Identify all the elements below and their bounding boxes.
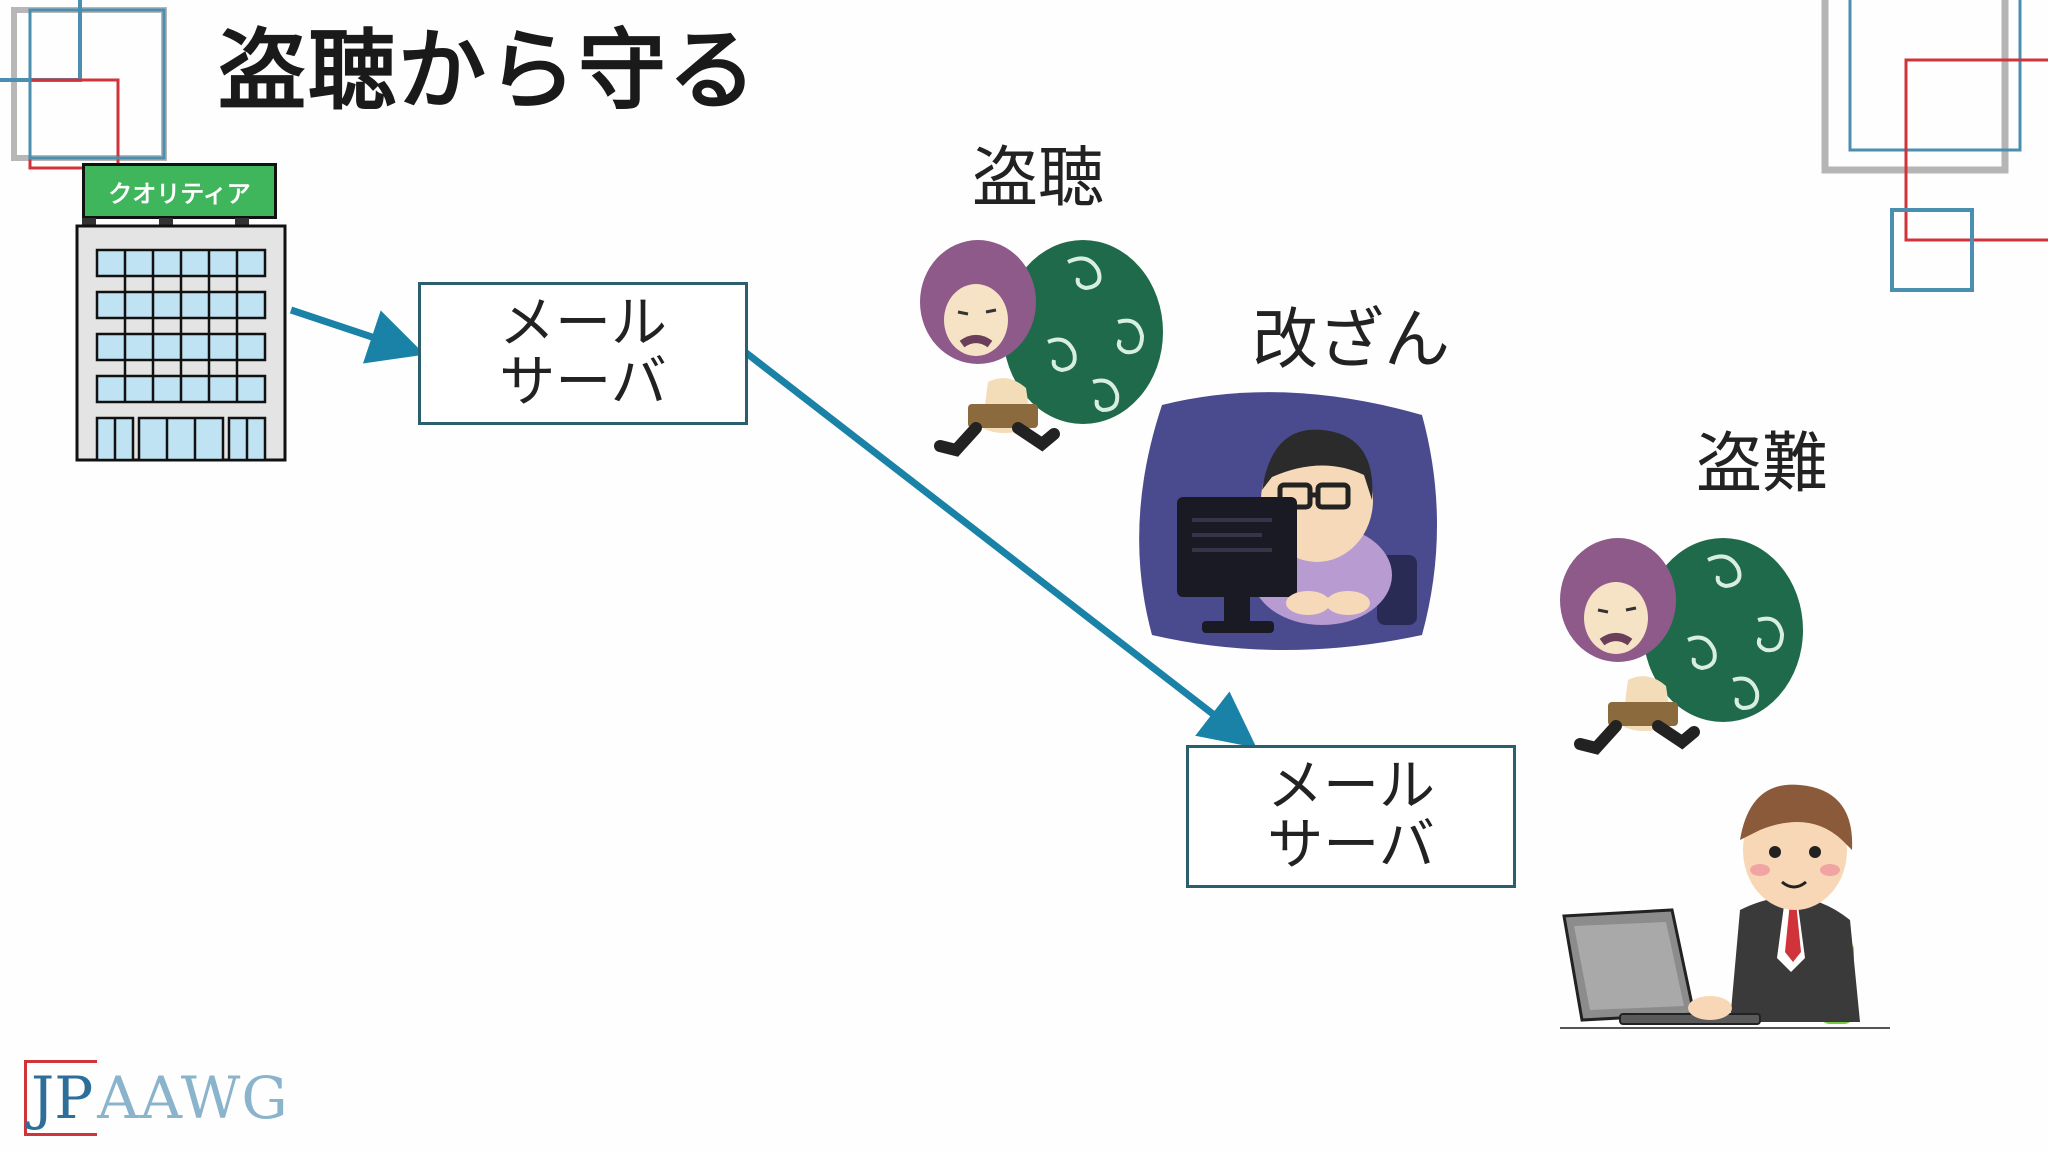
jpaawg-logo: JPAAWG [24, 1060, 289, 1136]
company-sign: クオリティア [82, 163, 277, 219]
logo-aawg-text: AAWG [97, 1064, 289, 1132]
server-label-line1: メール [1267, 753, 1435, 819]
server-label-line2: サーバ [1267, 812, 1435, 878]
company-building-icon [75, 218, 287, 462]
decorative-squares-top-left [0, 0, 167, 170]
threat-label-eavesdrop: 盗聴 [972, 139, 1104, 216]
mail-server-receiver: メール サーバ [1186, 745, 1516, 888]
logo-jp-text: JP [24, 1060, 98, 1136]
arrow-server-to-server [742, 349, 1257, 748]
threat-label-tamper: 改ざん [1252, 301, 1450, 378]
tamperer-computer-icon [1139, 392, 1437, 650]
thief-theft-icon [1560, 538, 1803, 755]
slide-title: 盗聴から守る [218, 19, 759, 122]
decorative-squares-top-right [1821, 0, 2048, 292]
server-label-line2: サーバ [499, 349, 667, 415]
server-label-line1: メール [499, 290, 667, 356]
mail-server-sender: メール サーバ [418, 282, 748, 425]
threat-label-theft: 盗難 [1696, 425, 1828, 502]
thief-eavesdrop-icon [920, 240, 1163, 457]
arrow-company-to-server [289, 306, 425, 364]
businessman-laptop-icon [1560, 784, 1890, 1029]
